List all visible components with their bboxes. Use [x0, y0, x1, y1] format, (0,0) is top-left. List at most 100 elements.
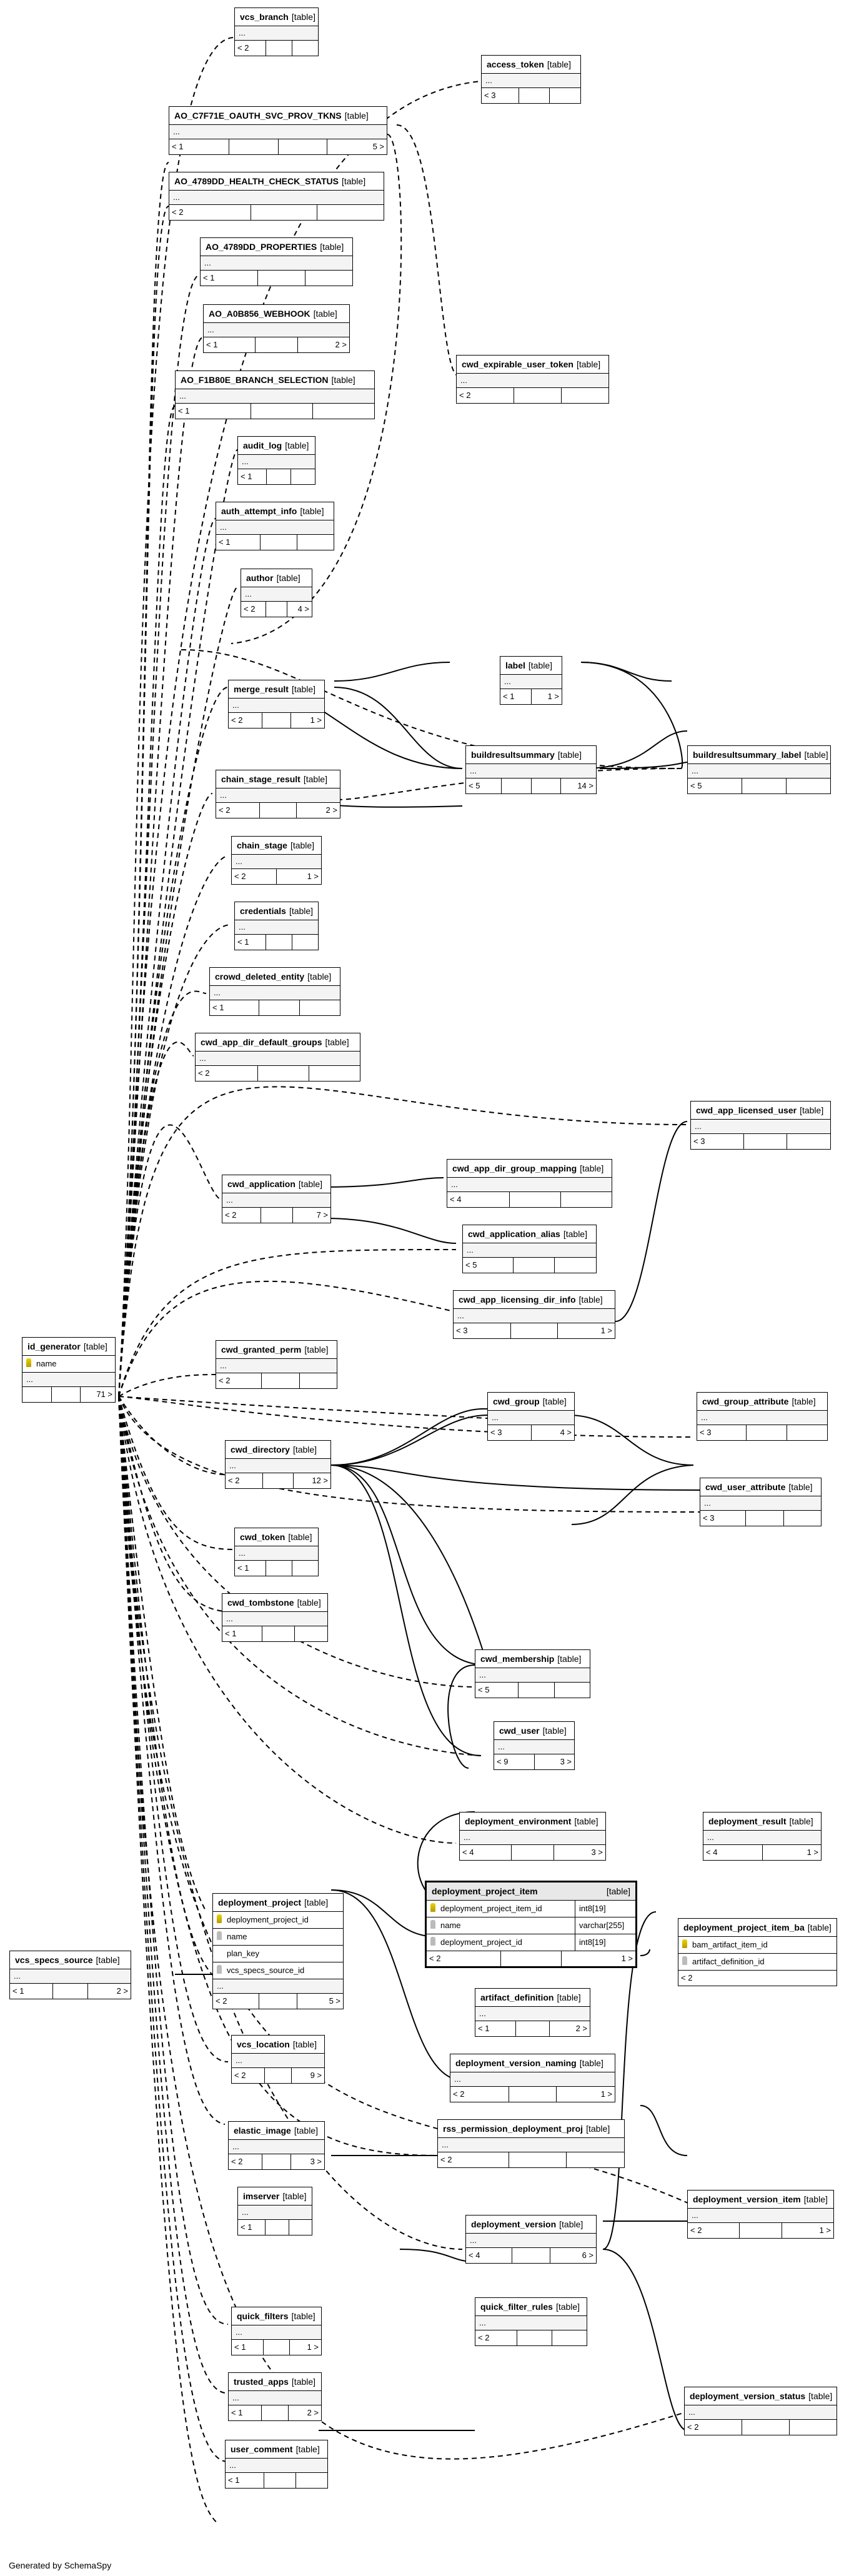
parent-count[interactable]: < 3: [484, 91, 496, 100]
parent-count[interactable]: < 2: [690, 2225, 702, 2235]
table-ao-oauth[interactable]: AO_C7F71E_OAUTH_SVC_PROV_TKNS[table] ...…: [169, 106, 387, 155]
table-deployment-version-naming[interactable]: deployment_version_naming[table] ... < 2…: [450, 2054, 615, 2102]
table-credentials[interactable]: credentials[table] ... < 1: [234, 902, 319, 950]
parent-count[interactable]: < 2: [429, 1954, 441, 1963]
parent-count[interactable]: < 2: [478, 2333, 490, 2342]
parent-count[interactable]: < 2: [216, 1996, 227, 2006]
parent-count[interactable]: < 1: [219, 537, 231, 547]
table-rss-permission[interactable]: rss_permission_deployment_proj[table] ..…: [437, 2119, 625, 2168]
table-ao-health[interactable]: AO_4789DD_HEALTH_CHECK_STATUS[table] ...…: [169, 172, 384, 221]
parent-count[interactable]: < 9: [497, 1757, 509, 1766]
parent-count[interactable]: < 2: [681, 1973, 693, 1982]
parent-count[interactable]: < 2: [225, 1210, 237, 1220]
parent-count[interactable]: < 3: [693, 1136, 705, 1146]
child-count[interactable]: 3 >: [534, 1754, 575, 1769]
parent-count[interactable]: < 2: [234, 2071, 246, 2080]
table-auth-attempt[interactable]: auth_attempt_info[table] ... < 1: [216, 502, 334, 550]
parent-count[interactable]: < 1: [12, 1986, 24, 1996]
parent-count[interactable]: < 1: [234, 2342, 246, 2352]
parent-count[interactable]: < 2: [687, 2422, 699, 2432]
child-count[interactable]: 3 >: [290, 2154, 324, 2169]
child-count[interactable]: 1 >: [557, 1323, 615, 1338]
parent-count[interactable]: < 3: [456, 1326, 468, 1335]
child-count[interactable]: 9 >: [291, 2068, 324, 2083]
parent-count[interactable]: < 2: [198, 1068, 210, 1078]
parent-count[interactable]: < 1: [503, 692, 515, 701]
parent-count[interactable]: < 1: [178, 406, 190, 415]
table-cwd-application-alias[interactable]: cwd_application_alias[table] ... < 5: [462, 1225, 597, 1273]
parent-count[interactable]: < 4: [450, 1195, 462, 1204]
table-buildresultsummary-label[interactable]: buildresultsummary_label[table] ... < 5: [687, 745, 831, 794]
parent-count[interactable]: < 3: [700, 1428, 712, 1437]
parent-count[interactable]: < 1: [206, 340, 218, 349]
parent-count[interactable]: < 1: [237, 937, 249, 947]
parent-count[interactable]: < 2: [244, 604, 256, 614]
table-imserver[interactable]: imserver[table] ... < 1: [237, 2187, 312, 2235]
table-deployment-project[interactable]: deployment_project[table] deployment_pro…: [212, 1893, 344, 2009]
child-count[interactable]: 12 >: [293, 1473, 330, 1488]
table-cwd-group-attribute[interactable]: cwd_group_attribute[table] ... < 3: [697, 1392, 828, 1441]
child-count[interactable]: 2 >: [297, 337, 349, 352]
parent-count[interactable]: < 3: [703, 1513, 715, 1523]
parent-count[interactable]: < 2: [219, 1376, 231, 1385]
table-quick-filter-rules[interactable]: quick_filter_rules[table] ... < 2: [475, 2297, 587, 2346]
table-crowd-deleted-entity[interactable]: crowd_deleted_entity[table] ... < 1: [209, 967, 340, 1016]
table-deployment-version-status[interactable]: deployment_version_status[table] ... < 2: [684, 2387, 837, 2435]
table-cwd-app-licensing-dir-info[interactable]: cwd_app_licensing_dir_info[table] ... < …: [453, 1290, 615, 1339]
parent-count[interactable]: < 1: [212, 1003, 224, 1012]
parent-count[interactable]: < 1: [241, 2222, 252, 2232]
parent-count[interactable]: < 5: [465, 1260, 477, 1270]
parent-count[interactable]: < 5: [478, 1685, 490, 1694]
parent-count[interactable]: < 2: [459, 390, 471, 400]
parent-count[interactable]: < 5: [469, 781, 480, 790]
parent-count[interactable]: < 5: [690, 781, 702, 790]
table-cwd-token[interactable]: cwd_token[table] ... < 1: [234, 1528, 319, 1576]
table-audit-log[interactable]: audit_log[table] ... < 1: [237, 436, 315, 485]
parent-count[interactable]: < 2: [228, 1476, 240, 1485]
table-cwd-app-dir-default-groups[interactable]: cwd_app_dir_default_groups[table] ... < …: [195, 1033, 360, 1082]
child-count[interactable]: 14 >: [560, 778, 596, 793]
parent-count[interactable]: < 2: [237, 43, 249, 52]
parent-count[interactable]: < 2: [172, 207, 184, 217]
child-count[interactable]: 7 >: [292, 1208, 331, 1223]
child-count[interactable]: 1 >: [556, 2087, 615, 2102]
parent-count[interactable]: < 2: [219, 805, 231, 815]
table-access-token[interactable]: access_token[table] ... < 3: [481, 55, 581, 104]
table-ao-branch[interactable]: AO_F1B80E_BRANCH_SELECTION[table] ... < …: [175, 370, 375, 419]
table-ao-properties[interactable]: AO_4789DD_PROPERTIES[table] ... < 1: [200, 237, 353, 286]
parent-count[interactable]: < 3: [490, 1428, 502, 1437]
parent-count[interactable]: < 1: [203, 273, 215, 282]
child-count[interactable]: 2 >: [295, 803, 340, 818]
child-count[interactable]: 4 >: [286, 602, 312, 617]
child-count[interactable]: 1 >: [530, 689, 562, 704]
child-count[interactable]: 3 >: [554, 1845, 605, 1860]
table-cwd-user-attribute[interactable]: cwd_user_attribute[table] ... < 3: [700, 1478, 822, 1526]
parent-count[interactable]: < 1: [241, 472, 252, 481]
parent-count[interactable]: < 2: [231, 715, 243, 725]
table-cwd-app-dir-group-mapping[interactable]: cwd_app_dir_group_mapping[table] ... < 4: [447, 1159, 612, 1208]
child-count[interactable]: 1 >: [561, 1951, 635, 1966]
child-count[interactable]: 1 >: [276, 869, 321, 884]
child-count[interactable]: 4 >: [530, 1425, 575, 1440]
table-cwd-tombstone[interactable]: cwd_tombstone[table] ... < 1: [222, 1593, 328, 1642]
parent-count[interactable]: < 2: [231, 2157, 243, 2166]
child-count[interactable]: 1 >: [289, 2340, 321, 2355]
parent-count[interactable]: < 1: [478, 2024, 490, 2033]
child-count[interactable]: 2 >: [288, 2405, 321, 2420]
